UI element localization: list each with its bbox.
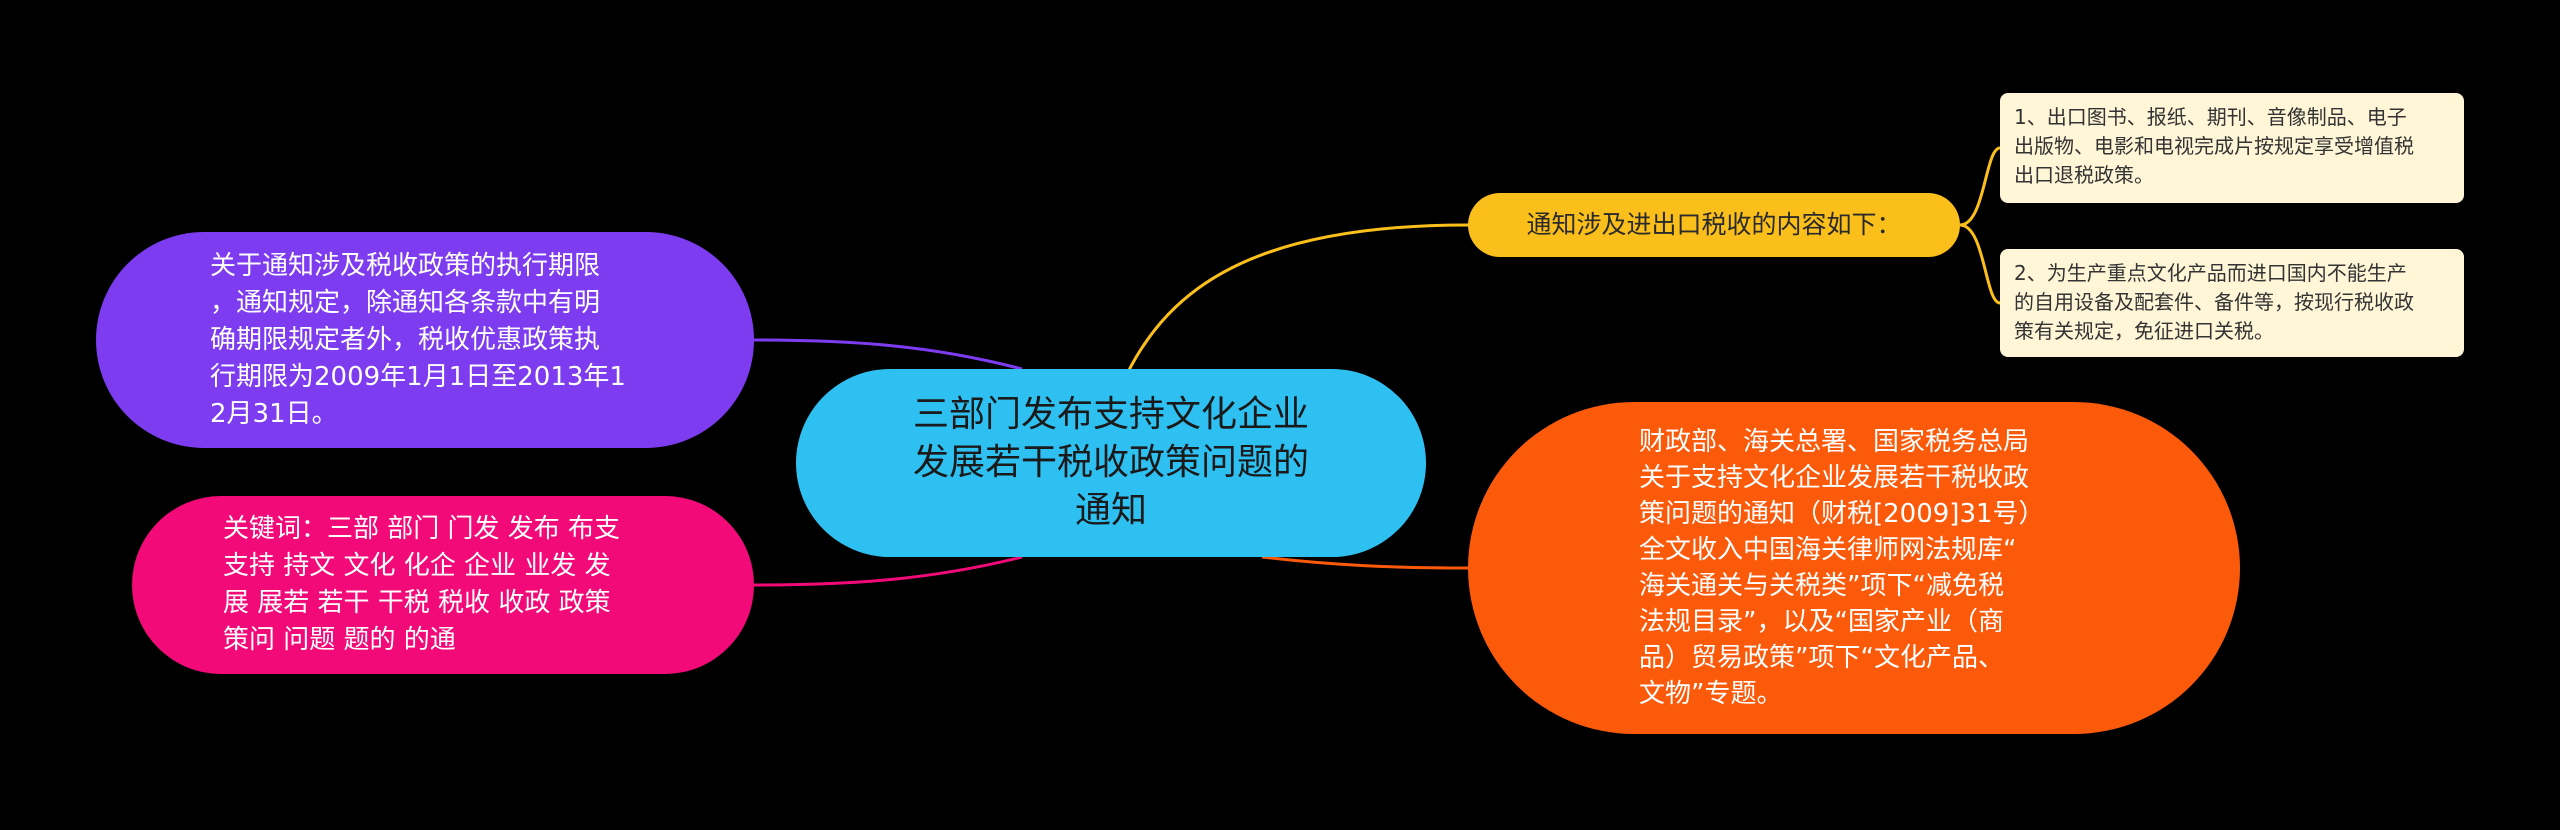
leaf-export-rebate[interactable]: 1、出口图书、报纸、期刊、音像制品、电子 出版物、电影和电视完成片按规定享受增值…: [2000, 93, 2464, 203]
central-topic-node[interactable]: 三部门发布支持文化企业 发展若干税收政策问题的 通知: [796, 369, 1426, 557]
import-export-node[interactable]: 通知涉及进出口税收的内容如下：: [1468, 193, 1960, 257]
keywords-node[interactable]: 关键词：三部 部门 门发 发布 布支 支持 持文 文化 化企 企业 业发 发 展…: [132, 496, 754, 674]
link-import-export-to-leaf-import: [1959, 223, 2001, 305]
leaf-import-exemption[interactable]: 2、为生产重点文化产品而进口国内不能生产 的自用设备及配套件、备件等，按现行税收…: [2000, 249, 2464, 357]
leaf-export-rebate-text: 1、出口图书、报纸、期刊、音像制品、电子 出版物、电影和电视完成片按规定享受增值…: [2014, 105, 2414, 187]
link-import-export-to-leaf-export: [1959, 146, 2001, 227]
source-node[interactable]: 财政部、海关总署、国家税务总局 关于支持文化企业发展若干税收政 策问题的通知（财…: [1468, 402, 2240, 734]
keywords-text: 关键词：三部 部门 门发 发布 布支 支持 持文 文化 化企 企业 业发 发 展…: [223, 514, 621, 655]
link-center-to-policy-period: [753, 338, 1023, 371]
import-export-text: 通知涉及进出口税收的内容如下：: [1526, 210, 1902, 239]
leaf-import-exemption-text: 2、为生产重点文化产品而进口国内不能生产 的自用设备及配套件、备件等，按现行税收…: [2014, 261, 2414, 343]
link-center-to-keywords: [753, 555, 1023, 587]
policy-period-node[interactable]: 关于通知涉及税收政策的执行期限 ，通知规定，除通知各条款中有明 确期限规定者外，…: [96, 232, 754, 448]
policy-period-text: 关于通知涉及税收政策的执行期限 ，通知规定，除通知各条款中有明 确期限规定者外，…: [210, 250, 626, 429]
link-center-to-import-export: [1126, 223, 1469, 373]
source-text: 财政部、海关总署、国家税务总局 关于支持文化企业发展若干税收政 策问题的通知（财…: [1639, 427, 2045, 709]
link-center-to-source: [1261, 555, 1469, 570]
central-topic-text: 三部门发布支持文化企业 发展若干税收政策问题的 通知: [912, 394, 1309, 531]
